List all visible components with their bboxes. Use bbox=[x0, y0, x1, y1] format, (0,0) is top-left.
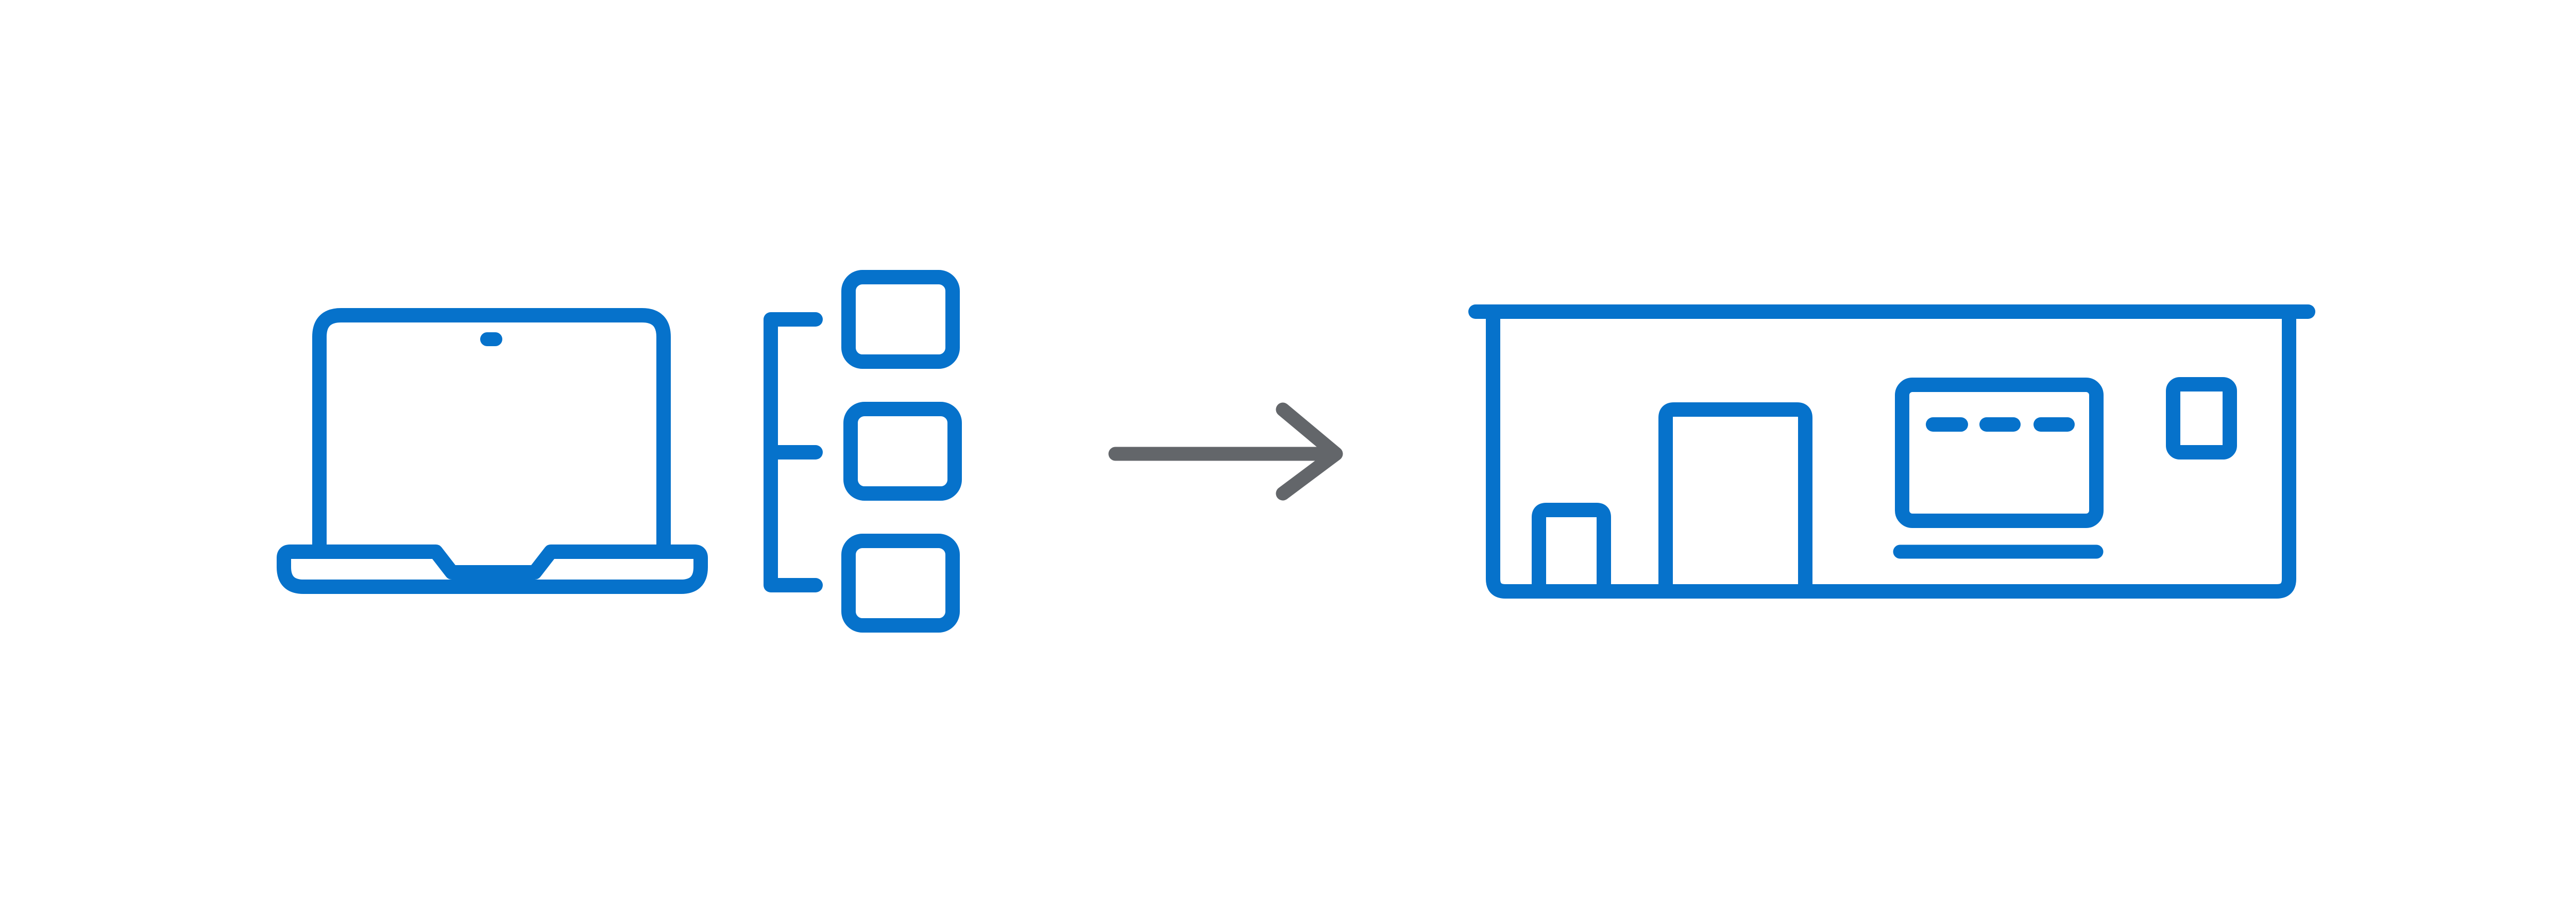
building-sign-board bbox=[1895, 378, 2104, 528]
tree-bracket-lines bbox=[764, 312, 823, 592]
tree-node-middle bbox=[843, 402, 962, 501]
laptop-base-outline bbox=[277, 544, 708, 594]
building-door bbox=[1658, 402, 1812, 591]
building-walls-floor bbox=[1486, 319, 2296, 599]
building-icon bbox=[1468, 304, 2315, 599]
device-tree-icon bbox=[764, 270, 962, 633]
arrow-head bbox=[1276, 402, 1343, 501]
building-crate bbox=[1532, 503, 1611, 591]
sign-dash-2 bbox=[1979, 417, 2021, 432]
building-window bbox=[2166, 377, 2237, 460]
tree-node-bottom bbox=[841, 534, 960, 633]
laptop-screen-outline bbox=[312, 308, 671, 559]
tree-node-top bbox=[841, 270, 960, 369]
laptop-icon bbox=[277, 308, 708, 594]
arrow-icon bbox=[1108, 402, 1343, 501]
sign-dash-3 bbox=[2033, 417, 2075, 432]
laptop-camera-dot bbox=[480, 332, 502, 346]
sign-dash-1 bbox=[1926, 417, 1968, 432]
